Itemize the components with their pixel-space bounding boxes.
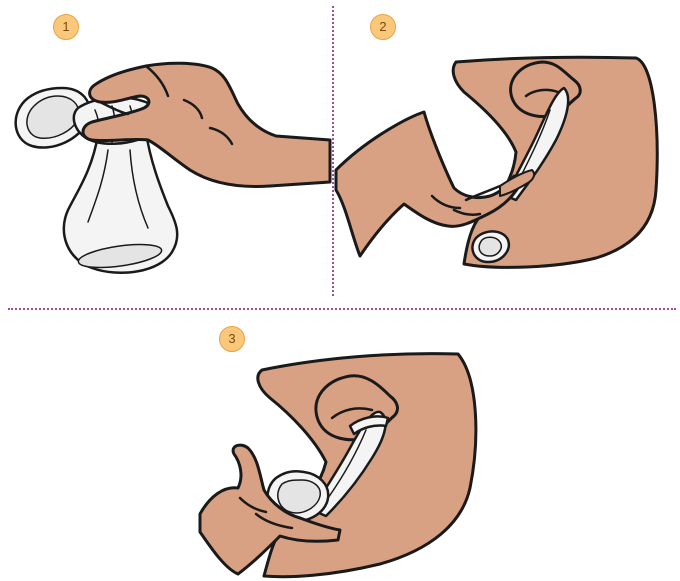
step-2-illustration bbox=[336, 0, 680, 295]
horizontal-divider bbox=[8, 308, 676, 310]
vertical-divider bbox=[332, 6, 334, 296]
step-3-illustration bbox=[200, 318, 500, 581]
step-1-illustration bbox=[0, 0, 330, 295]
